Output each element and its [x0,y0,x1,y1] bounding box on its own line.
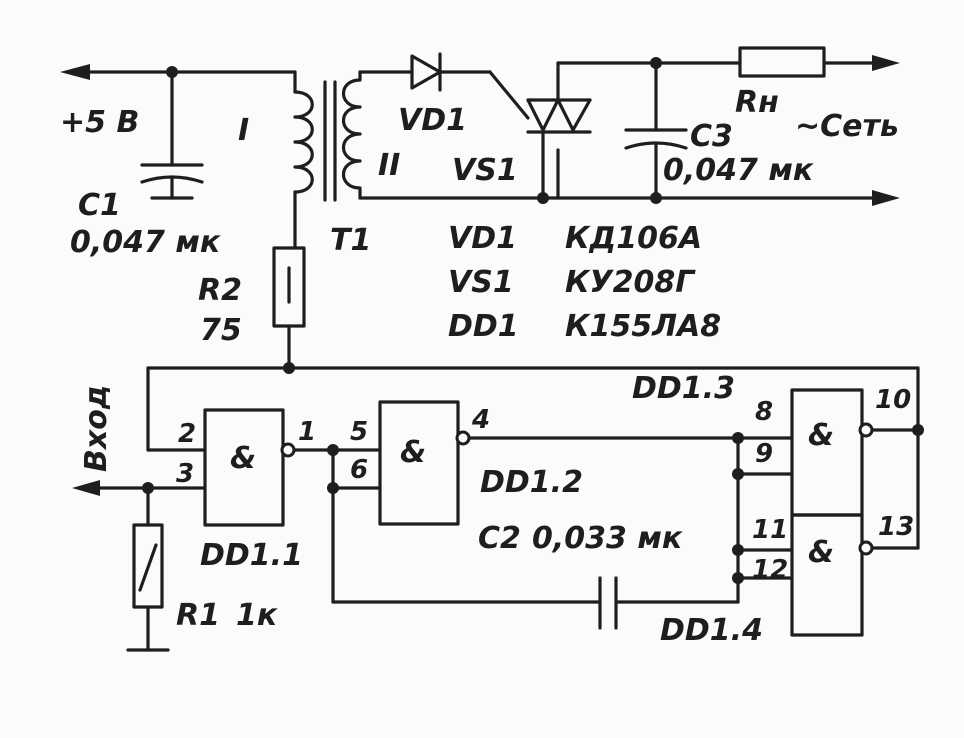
r2-ref: R2 [198,273,242,308]
pin-1: 1 [298,417,316,447]
supply-label: +5 В [60,105,139,140]
c3-value: 0,047 мк [663,153,814,188]
supply-arrow-icon [60,64,90,80]
pin-8: 8 [755,397,773,427]
part-type-vs1: КУ208Г [565,265,696,300]
part-type-vd1: КД106А [565,221,702,256]
primary-winding-label: I [238,113,249,148]
mains-arrow-icon [872,55,900,71]
c1-value: 0,047 мк [70,225,221,260]
capacitor-c2 [598,576,618,630]
gate-symbol: & [400,435,426,470]
capacitor-c1 [140,70,204,200]
pin-3: 3 [176,459,194,489]
pin-2: 2 [178,419,196,449]
gate-symbol: & [808,418,834,453]
part-ref-dd1: DD1 [448,309,519,344]
mains-arrow-icon [872,190,900,206]
r2-value: 75 [200,313,242,348]
secondary-winding-label: II [378,148,400,183]
capacitor-c3 [624,61,688,200]
part-ref-vs1: VS1 [448,265,514,300]
pin-13: 13 [878,512,914,542]
gate-label-dd1-2: DD1.2 [480,465,583,500]
gate-label-dd1-4: DD1.4 [660,613,763,648]
gate-symbol: & [808,535,834,570]
supply-rail [60,64,297,80]
r1-value: 1к [236,598,278,633]
load-label: Rн [735,85,779,120]
part-type-dd1: К155ЛА8 [565,309,721,344]
vs1-label: VS1 [452,153,518,188]
part-ref-vd1: VD1 [448,221,517,256]
vd1-label: VD1 [398,103,467,138]
thyristor-vs1 [526,98,592,200]
diode-vd1 [410,52,442,92]
gate-symbol: & [230,441,256,476]
pin-6: 6 [350,455,368,485]
pin-5: 5 [350,417,368,447]
load-resistor [738,46,900,206]
pin-10: 10 [875,385,911,415]
gate-label-dd1-1: DD1.1 [200,538,303,573]
pin-4: 4 [471,405,490,435]
gate-dd1-1 [203,408,296,527]
transformer-ref: T1 [330,223,371,258]
input-arrow-icon [72,480,100,496]
r1-ref: R1 [176,598,220,633]
gate-dd1-4 [790,513,874,637]
resistor-r2 [272,246,306,374]
gate-dd1-2 [378,400,471,526]
mains-label: ~Сеть [795,109,899,144]
c2-ref: C2 [478,521,521,556]
gate-label-dd1-3: DD1.3 [632,371,735,406]
pin-9: 9 [755,439,773,469]
logic-wiring [72,366,924,604]
c3-ref: C3 [690,119,733,154]
c2-value: 0,033 мк [532,521,683,556]
pin-11: 11 [752,515,788,545]
transformer-t1 [293,70,362,250]
input-label: Вход [79,385,114,472]
resistor-r1 [126,523,170,652]
c1-ref: C1 [78,188,121,223]
pin-12: 12 [752,555,788,585]
